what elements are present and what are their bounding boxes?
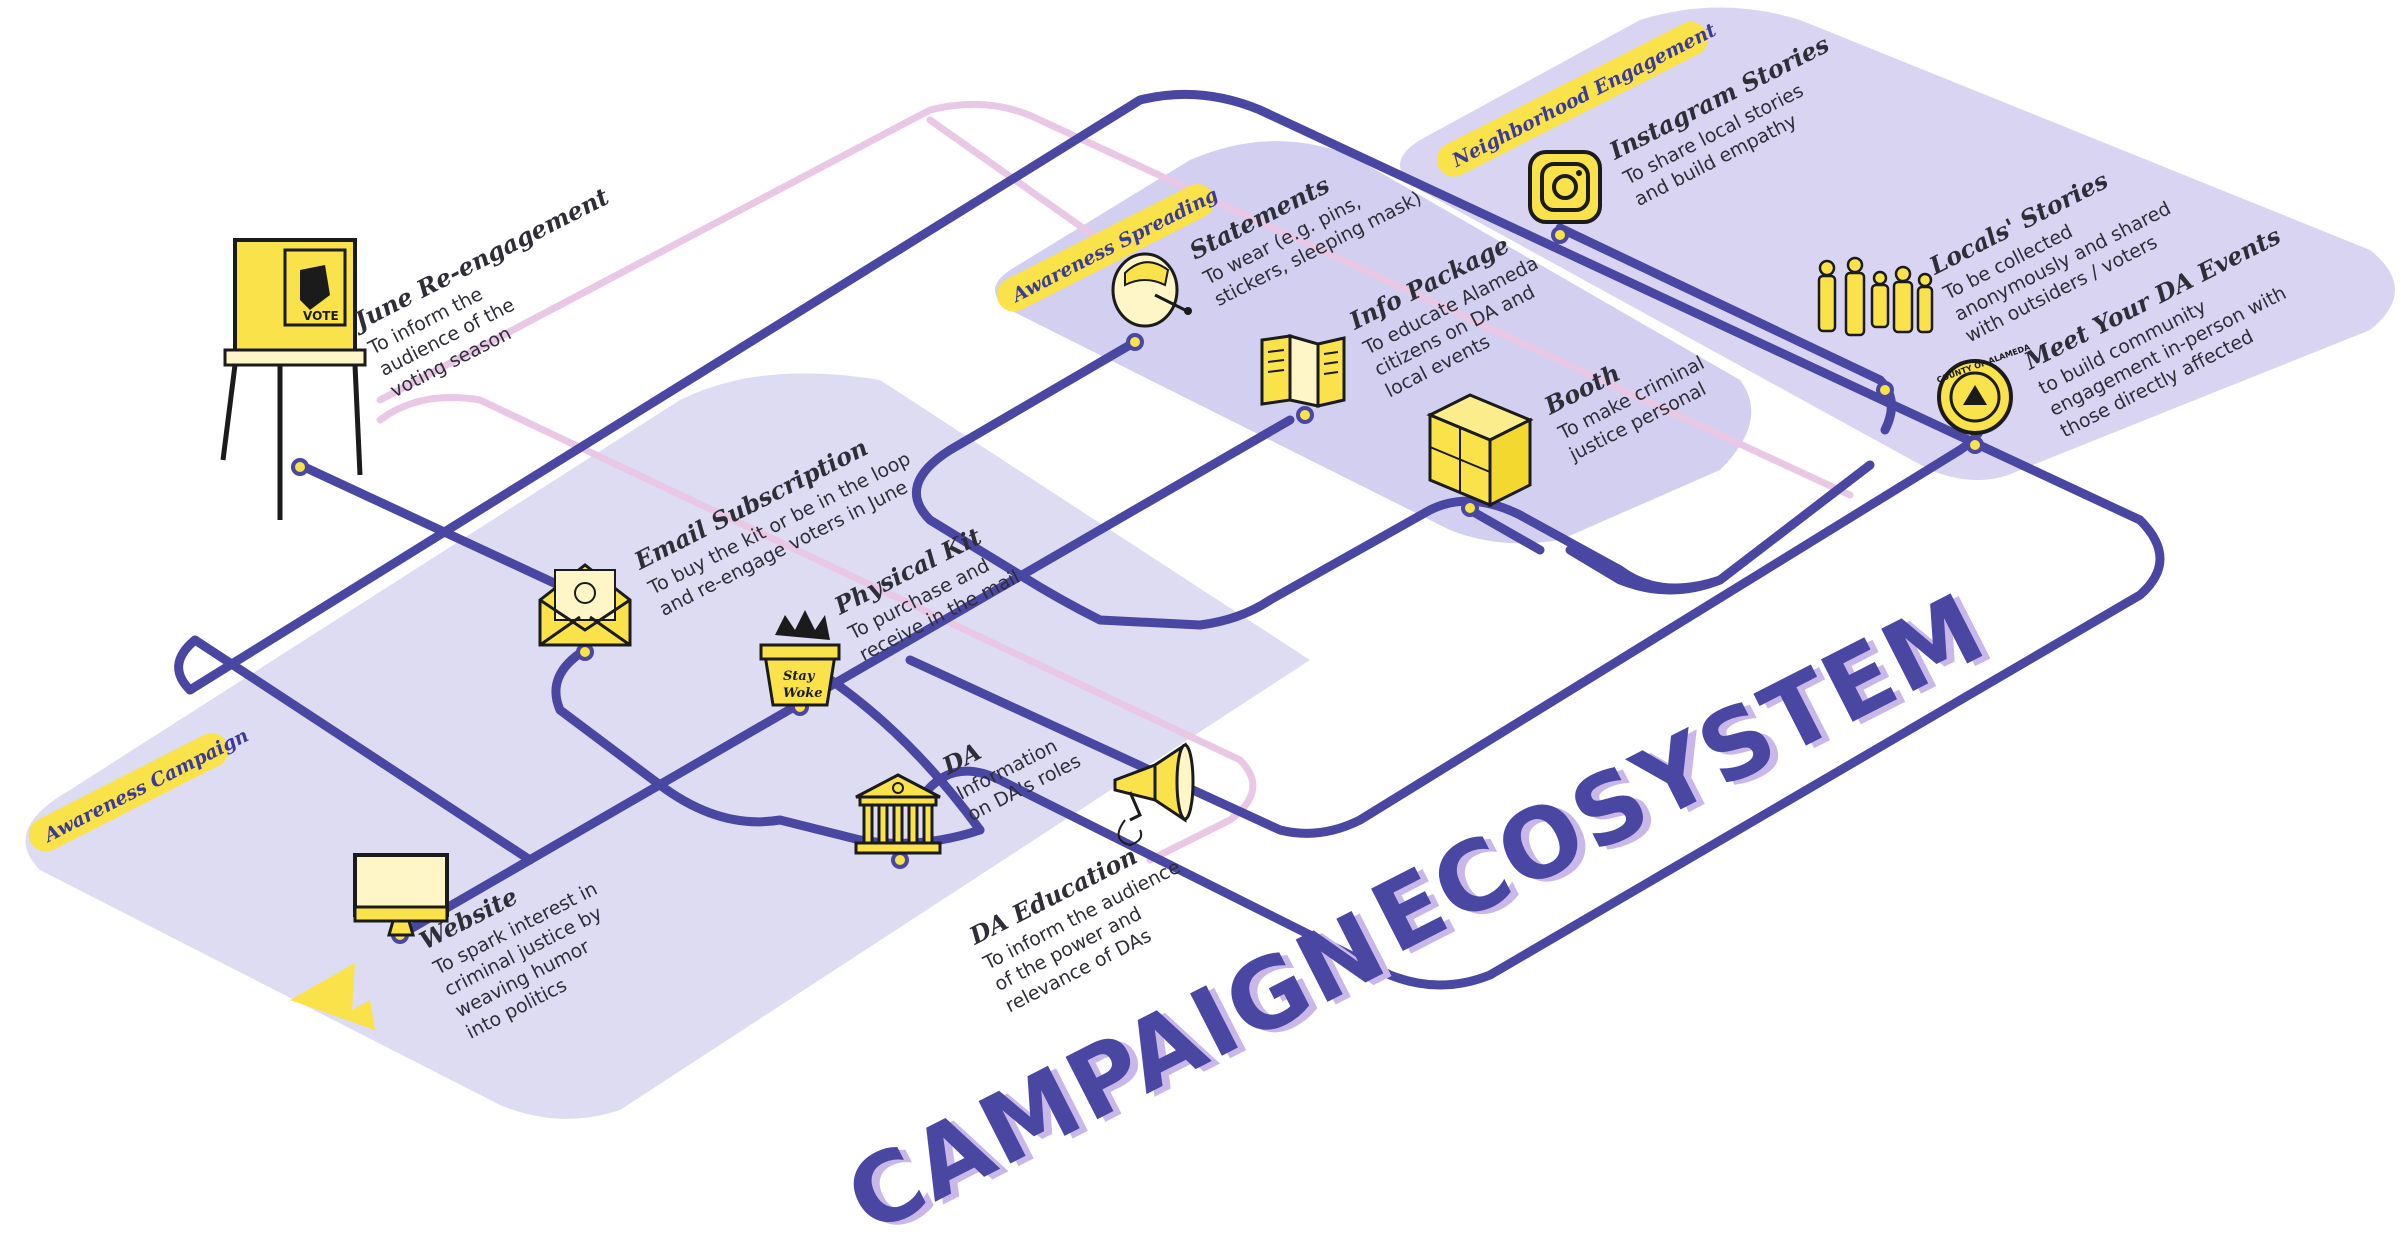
arrow-icon xyxy=(290,963,375,1030)
booth-icon xyxy=(1426,393,1534,508)
vote-label: VOTE xyxy=(303,309,339,323)
people-icon xyxy=(1817,256,1934,337)
title-word2: ECOSYSTEM xyxy=(1355,572,2003,976)
plant-pot-icon: Stay Woke xyxy=(759,610,841,707)
pin-icon xyxy=(1111,252,1192,328)
zone-neighborhood-engagement xyxy=(1400,7,2395,480)
megaphone-icon xyxy=(1113,742,1195,847)
instagram-icon xyxy=(1528,150,1602,224)
monitor-icon xyxy=(353,853,449,937)
icons: VOTE Stay Woke xyxy=(220,150,2032,1030)
zones xyxy=(25,7,2395,1119)
woke-label: Woke xyxy=(783,686,823,701)
brochure-icon xyxy=(1260,334,1346,408)
voting-booth-icon: VOTE xyxy=(220,238,367,520)
zone-awareness-spreading xyxy=(995,141,1752,544)
courthouse-icon xyxy=(854,773,942,855)
envelope-icon xyxy=(538,563,632,647)
stay-label: Stay xyxy=(783,669,816,684)
